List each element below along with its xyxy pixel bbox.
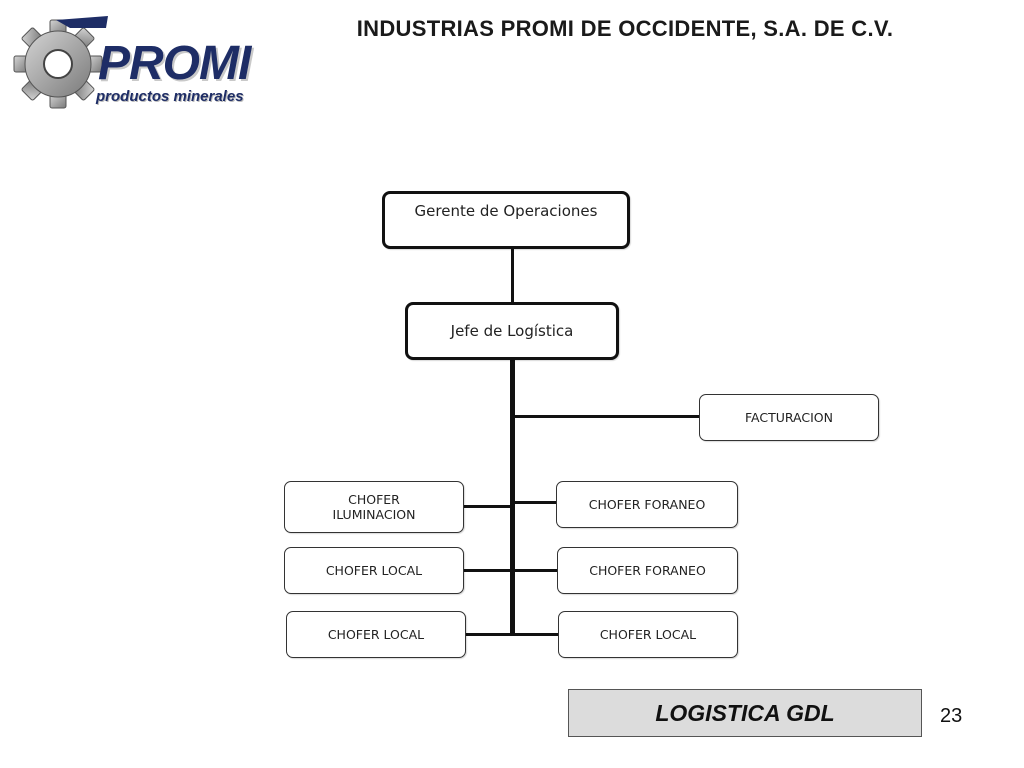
section-title-box: LOGISTICA GDL (568, 689, 922, 737)
node-chofer-iluminacion: CHOFER ILUMINACION (284, 481, 464, 533)
connector-right-1 (512, 501, 557, 504)
page-number: 23 (940, 705, 963, 727)
connector-right-3 (512, 633, 559, 636)
logo-tagline: productos minerales (96, 88, 244, 105)
node-jefe-logistica: Jefe de Logística (405, 302, 619, 360)
node-chofer-local-1: CHOFER LOCAL (284, 547, 464, 594)
connector-left-1 (462, 505, 512, 508)
connector-gerente-jefe (511, 248, 514, 304)
connector-left-3 (464, 633, 512, 636)
logo-wordmark: PROMI (98, 37, 251, 90)
connector-left-2 (462, 569, 512, 572)
connector-facturacion (512, 415, 700, 418)
node-gerente-operaciones: Gerente de Operaciones (382, 191, 630, 249)
node-chofer-foraneo-1: CHOFER FORANEO (556, 481, 738, 528)
node-chofer-foraneo-2: CHOFER FORANEO (557, 547, 738, 594)
node-chofer-local-3: CHOFER LOCAL (558, 611, 738, 658)
node-chofer-local-2: CHOFER LOCAL (286, 611, 466, 658)
node-facturacion: FACTURACION (699, 394, 879, 441)
company-title: INDUSTRIAS PROMI DE OCCIDENTE, S.A. DE C… (356, 16, 894, 41)
promi-logo: PROMI productos minerales (12, 14, 252, 110)
gear-icon (13, 16, 108, 109)
connector-right-2 (512, 569, 558, 572)
connector-main-trunk (510, 359, 515, 636)
